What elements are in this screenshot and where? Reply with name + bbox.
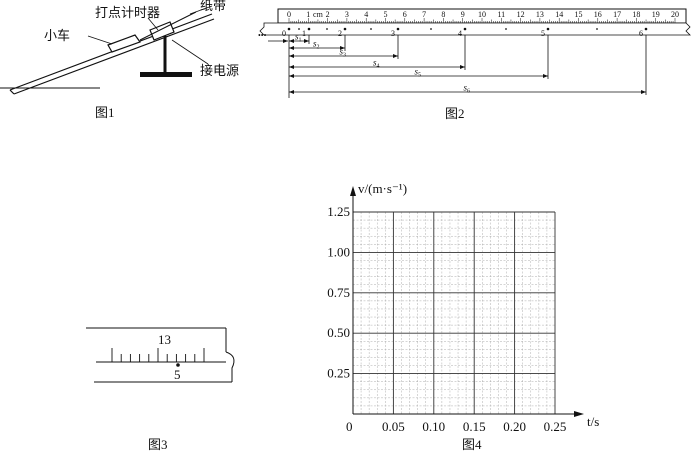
caption-figure4: 图4	[462, 437, 482, 452]
tape-point	[287, 27, 291, 31]
ruler-number: 3	[345, 10, 349, 19]
y-tick-label: 1.25	[327, 204, 350, 219]
tape-point	[396, 27, 400, 31]
ruler-number: 2	[326, 10, 330, 19]
ruler-number: 9	[461, 10, 465, 19]
ruler-number: 1	[306, 10, 310, 19]
y-tick-label: 0.75	[327, 285, 350, 300]
incline-board-bottom	[13, 18, 215, 95]
ruler-number: 7	[422, 10, 426, 19]
tape-point-label: 3	[391, 29, 395, 38]
ruler-number: 19	[652, 10, 660, 19]
vernier-ticks	[111, 348, 205, 362]
x-tick-label: 0.05	[382, 419, 405, 434]
main-scale-number: 13	[158, 332, 171, 347]
ruler-number: 14	[555, 10, 563, 19]
label-timer: 打点计时器	[95, 5, 160, 20]
ruler-unit: cm	[313, 10, 324, 19]
distance-label: s4	[373, 58, 380, 70]
ruler-number: 8	[441, 10, 445, 19]
ruler-number: 6	[403, 10, 407, 19]
caption-figure1: 图1	[95, 105, 115, 120]
ruler-number: 11	[497, 10, 505, 19]
ruler-number: 17	[613, 10, 621, 19]
measure-lines: s1 s2 s3 s4 s5 s6	[288, 32, 647, 98]
tape-point	[644, 27, 648, 31]
y-tick-label: 1.00	[327, 244, 350, 259]
tape-point	[343, 27, 347, 31]
distance-label: s6	[464, 83, 471, 95]
tape-point-label: 6	[639, 29, 643, 38]
x-tick-label: 0.20	[503, 419, 526, 434]
origin-label: 0	[346, 419, 353, 434]
tape-point-label: 1	[302, 29, 306, 38]
ruler-number: 16	[594, 10, 602, 19]
x-tick-label: 0.15	[463, 419, 486, 434]
major-grid	[352, 211, 556, 415]
tape-ellipsis: •••	[258, 31, 267, 40]
caption-figure2: 图2	[445, 106, 465, 121]
x-tick-label: 0.25	[544, 419, 567, 434]
y-tick-label: 0.25	[327, 366, 350, 381]
incline-board-top	[9, 13, 213, 91]
tape-point	[546, 27, 550, 31]
distance-label: s3	[340, 47, 347, 59]
ruler-number: 18	[632, 10, 640, 19]
ruler-number: 12	[517, 10, 525, 19]
tape-points: 0 1 2 3 4 5 6	[282, 27, 648, 38]
paper-tape	[139, 11, 197, 41]
tape-point-label: 5	[541, 29, 545, 38]
caption-figure3: 图3	[148, 437, 168, 452]
cart	[107, 34, 141, 53]
distance-label: s1	[295, 32, 302, 44]
ruler-number: 15	[575, 10, 583, 19]
tape-point-label: 0	[282, 29, 286, 38]
y-tick-label: 0.50	[327, 325, 350, 340]
tape-point-label: 2	[338, 29, 342, 38]
tape-point	[463, 27, 467, 31]
x-tick-label: 0.10	[422, 419, 445, 434]
tape-point-label: 4	[458, 29, 462, 38]
stand-base	[140, 72, 192, 77]
ruler-number: 0	[287, 10, 291, 19]
y-axis-arrow	[350, 186, 356, 196]
figure3-vernier: 13 5 图3	[86, 327, 235, 452]
x-tick-labels: 0.05 0.10 0.15 0.20 0.25	[382, 419, 566, 434]
vernier-zero-mark	[176, 363, 180, 367]
y-axis-label: v/(m·s⁻¹)	[358, 181, 407, 196]
x-axis-label: t/s	[587, 414, 599, 429]
fine-grid	[353, 212, 555, 414]
distance-label: s5	[415, 67, 422, 79]
label-tape: 纸带	[200, 0, 226, 13]
figure1-apparatus: 打点计时器 纸带 小车 接电源 图1	[0, 0, 239, 120]
ruler-number: 10	[478, 10, 486, 19]
label-power: 接电源	[200, 63, 239, 78]
ruler-number: 4	[364, 10, 368, 19]
tape-point	[307, 27, 311, 31]
x-axis-arrow	[574, 411, 584, 417]
label-cart: 小车	[44, 28, 70, 43]
distance-label: s2	[313, 39, 320, 51]
ruler-number: 20	[671, 10, 679, 19]
ruler-number: 5	[384, 10, 388, 19]
figure4-graph-paper: 0.25 0.50 0.75 1.00 1.25 0.05 0.10 0.15 0.20 0.2…	[327, 181, 599, 452]
tape-strip	[259, 22, 691, 36]
vernier-number: 5	[174, 367, 181, 382]
ruler-number: 13	[536, 10, 544, 19]
y-tick-labels: 0.25 0.50 0.75 1.00 1.25	[327, 204, 350, 381]
